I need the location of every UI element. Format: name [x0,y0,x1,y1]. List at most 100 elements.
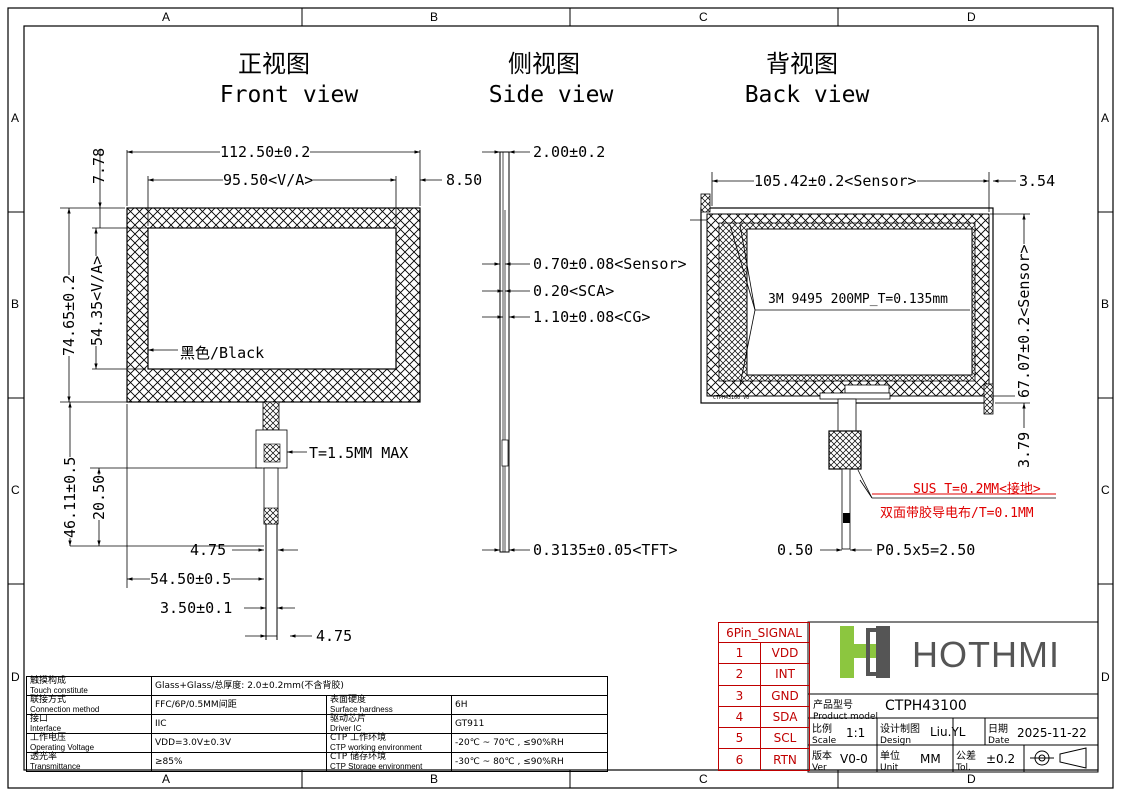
zone-row-b: B [11,297,20,311]
front-height-dim: 74.65±0.2 [60,274,78,356]
front-view-title-en: Front view [219,82,359,108]
zone-col-a: A [162,10,171,24]
side-total-thickness-dim: 2.00±0.2 [533,143,606,161]
pin-signal: VDD [760,641,810,665]
table-row: 6Pin_SIGNAL [718,622,810,643]
pin-table-header: 6Pin_SIGNAL [718,622,810,643]
side-tft-thickness-dim: 0.3135±0.05<TFT> [533,541,678,559]
front-fpc-length-dim: 46.11±0.5 [61,456,79,538]
front-top-margin-dim: 7.78 [90,147,108,184]
back-view-title-en: Back view [744,82,870,108]
spec-value: 6H [451,695,608,715]
back-sensor-height-dim: 67.07±0.2<Sensor> [1015,244,1033,398]
spec-value: -30℃ ~ 80℃ , ≤90%RH [451,752,608,772]
pin-number: 3 [718,684,761,707]
pin-signal: RTN [760,748,810,771]
pin-number: 5 [718,727,761,750]
pin-signal: INT [760,663,810,686]
back-sus-note: SUS T=0.2MM<接地> [913,482,1041,497]
side-view-drawing [482,150,530,553]
tolerance-value: ±0.2 [986,752,1016,766]
side-view-title-en: Side view [488,82,614,108]
zone-row-d: D [11,670,20,684]
zone-col-c: C [699,10,708,24]
zone-row-c: C [11,483,20,497]
product-model: CTPH43100 [885,698,967,714]
back-pitch-dim: P0.5x5=2.50 [876,541,976,559]
back-tape-note: 3M 9495 200MP_T=0.135mm [768,292,949,307]
pin-number: 2 [718,663,761,686]
scale-value: 1:1 [846,726,866,740]
zone-row-b-right: B [1101,297,1110,311]
side-view-title-cn: 侧视图 [508,50,580,78]
front-view-title-cn: 正视图 [238,50,310,78]
zone-row-a: A [11,111,20,125]
pin-signal: SDA [760,705,810,729]
side-sca-thickness-dim: 0.20<SCA> [533,282,615,300]
spec-value: IIC [151,714,327,734]
front-view-drawing [60,150,442,640]
spec-value: FFC/6P/0.5MM间距 [151,695,327,715]
zone-col-b-bottom: B [430,772,439,786]
zone-col-d-bottom: D [967,772,976,786]
pin-number: 4 [718,705,761,729]
back-conductive-tape-note: 双面带胶导电布/T=0.1MM [880,506,1034,521]
spec-value: Glass+Glass/总厚度: 2.0±0.2mm(不含背胶) [151,676,608,696]
front-width-dim: 112.50±0.2 [220,143,311,161]
spec-value: VDD=3.0V±0.3V [151,733,327,753]
front-thickness-note: T=1.5MM MAX [309,444,409,462]
back-sus-stiffener [828,430,862,470]
zone-col-d: D [967,10,976,24]
back-sensor-width-dim: 105.42±0.2<Sensor> [754,172,917,190]
unit-value: MM [920,752,941,766]
front-va-height-dim: 54.35<V/A> [88,255,106,346]
projection-symbol-icon [1030,747,1087,769]
zone-row-c-right: C [1101,483,1110,497]
date-value: 2025-11-22 [1017,726,1087,740]
back-view-drawing [690,172,1056,552]
pin-number: 6 [718,748,761,771]
front-active-area [147,227,397,370]
front-fpc-width-dim: 3.50±0.1 [160,599,233,617]
pin-number: 1 [718,641,761,665]
front-right-margin-dim: 8.50 [446,171,483,189]
zone-col-b: B [430,10,439,24]
side-sensor-thickness-dim: 0.70±0.08<Sensor> [533,255,687,273]
zone-col-a-bottom: A [162,772,171,786]
back-bottom-margin-dim: 3.79 [1015,431,1033,468]
logo-text: HOTHMI [912,634,1060,675]
pin-signal: GND [760,684,810,707]
zone-row-a-right: A [1101,111,1110,125]
spec-value: -20℃ ~ 70℃ , ≤90%RH [451,733,608,753]
zone-row-d-right: D [1101,670,1110,684]
back-right-margin-dim: 3.54 [1019,172,1056,190]
designer-name: Liu.YL [930,725,966,739]
back-pitch-left-dim: 0.50 [777,541,814,559]
front-va-width-dim: 95.50<V/A> [223,171,314,189]
front-fpc-width-top-dim: 4.75 [190,541,227,559]
